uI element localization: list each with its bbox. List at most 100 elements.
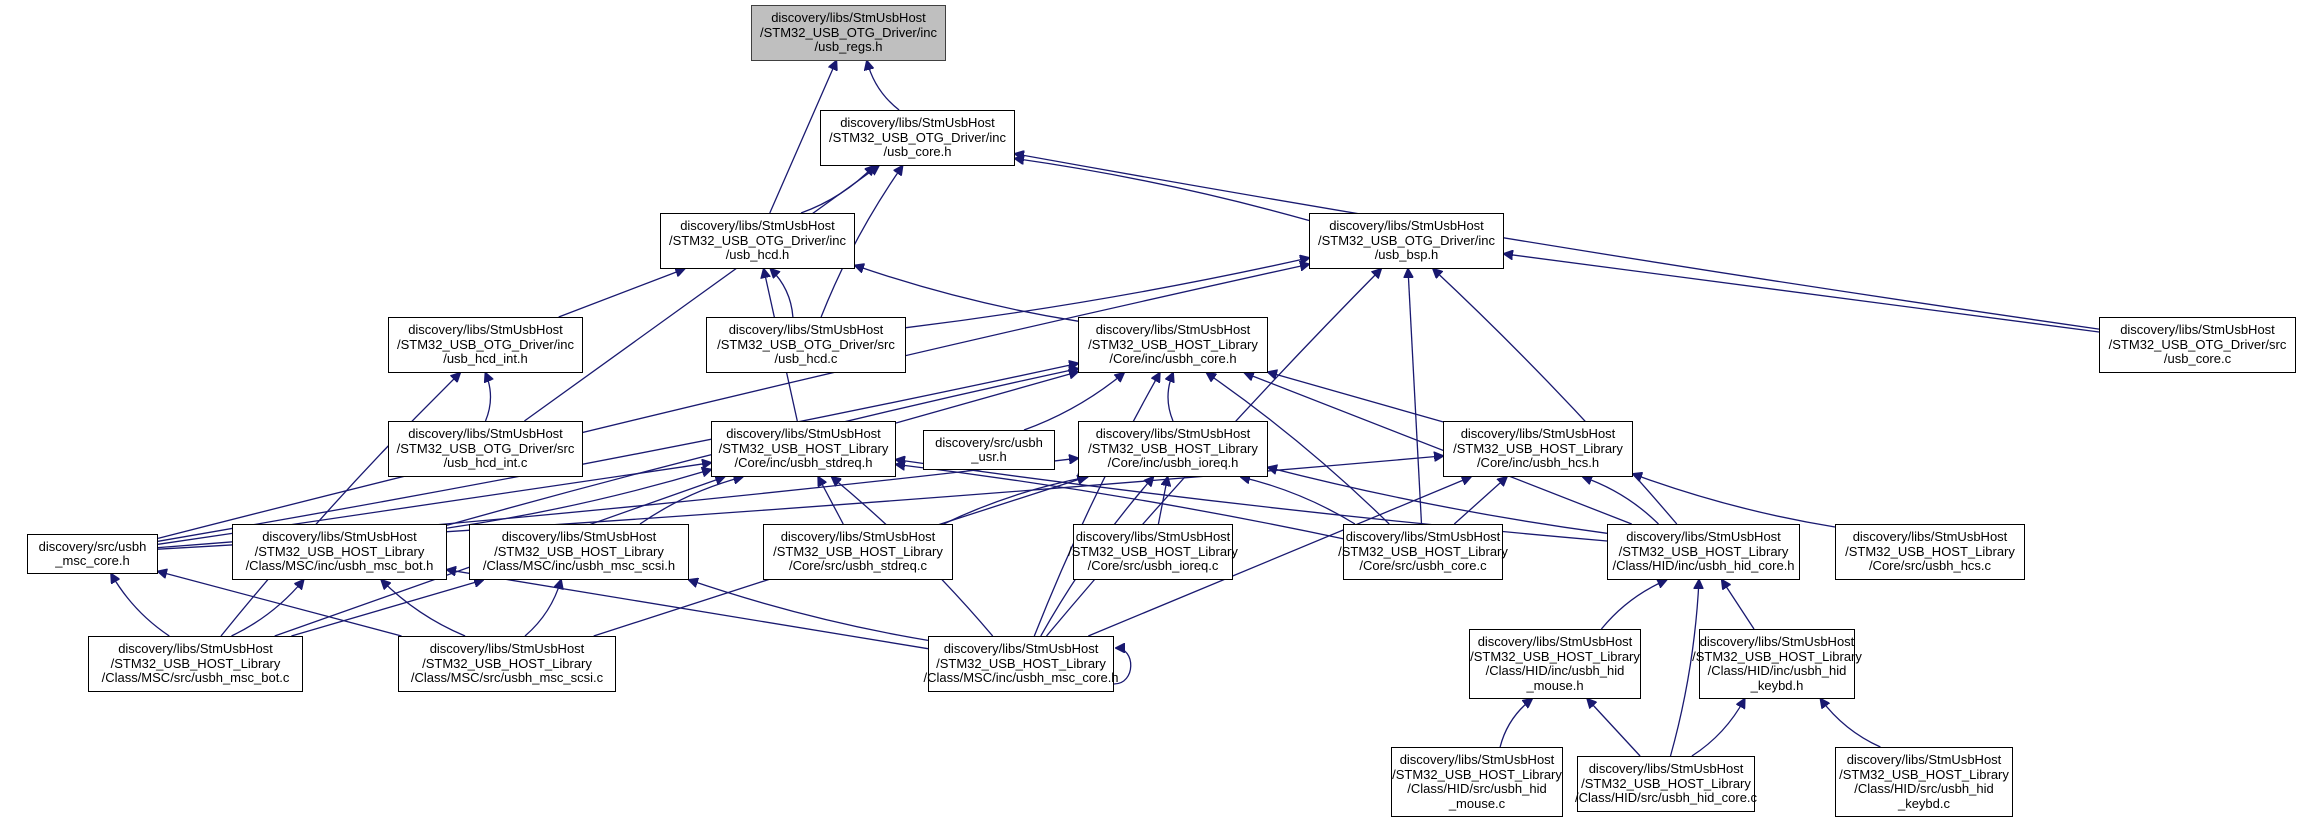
graph-node-usbh-hcs-h[interactable]: discovery/libs/StmUsbHost /STM32_USB_HOS… [1443, 421, 1633, 477]
graph-edge-usbh-stdreq-h-to-usbh-core-h [895, 372, 1078, 424]
graph-edge-usb-core-c-to-usb-bsp-h [1504, 254, 2100, 333]
graph-edge-usbh-msc-core-h-to-usbh-hcs-h [1088, 477, 1470, 637]
graph-edge-usbh-hid-core-h-to-usbh-ioreq-h [1268, 467, 1608, 534]
graph-node-label: discovery/libs/StmUsbHost /STM32_USB_HOS… [245, 529, 434, 574]
graph-node-label: discovery/libs/StmUsbHost /STM32_USB_HOS… [101, 641, 290, 686]
graph-edge-usb-hcd-c-to-usb-core-h [820, 166, 902, 318]
graph-edge-usbh-msc-core-h-to-usbh-msc-bot-h [447, 570, 929, 650]
graph-node-usbh-msc-scsi-h[interactable]: discovery/libs/StmUsbHost /STM32_USB_HOS… [469, 524, 689, 580]
graph-node-usb-hcd-c[interactable]: discovery/libs/StmUsbHost /STM32_USB_OTG… [706, 317, 906, 373]
graph-node-usbh-msc-bot-h[interactable]: discovery/libs/StmUsbHost /STM32_USB_HOS… [232, 524, 447, 580]
graph-node-usbh-core-h[interactable]: discovery/libs/StmUsbHost /STM32_USB_HOS… [1078, 317, 1268, 373]
graph-edge-usbh-hid-keybd-c-to-usbh-hid-keybd-h [1821, 699, 1881, 748]
graph-node-usbh-hid-keybd-c[interactable]: discovery/libs/StmUsbHost /STM32_USB_HOS… [1835, 747, 2013, 817]
graph-edge-usb-bsp-h-to-usb-core-h [1015, 159, 1310, 222]
graph-edge-usbh-ioreq-c-to-usbh-ioreq-h [1157, 477, 1167, 525]
graph-node-label: discovery/src/usbh _msc_core.h [38, 538, 147, 568]
graph-edge-usbh-msc-scsi-c-to-usbh-msc-scsi-h [524, 580, 561, 637]
graph-edge-usbh-usr-h-to-usbh-core-h [1023, 373, 1124, 431]
graph-node-usbh-ioreq-h[interactable]: discovery/libs/StmUsbHost /STM32_USB_HOS… [1078, 421, 1268, 477]
graph-node-usb-hcd-int-c[interactable]: discovery/libs/StmUsbHost /STM32_USB_OTG… [388, 421, 583, 477]
graph-node-usbh-hid-mouse-c[interactable]: discovery/libs/StmUsbHost /STM32_USB_HOS… [1391, 747, 1563, 817]
graph-node-disc-usbh-msc-core-h[interactable]: discovery/src/usbh _msc_core.h [27, 534, 158, 574]
graph-node-label: discovery/libs/StmUsbHost /STM32_USB_HOS… [1470, 634, 1640, 693]
graph-node-label: discovery/libs/StmUsbHost /STM32_USB_HOS… [482, 529, 676, 574]
graph-edge-usb-hcd-int-c-to-usb-hcd-int-h [486, 373, 491, 422]
graph-edge-usbh-msc-core-h-to-usbh-core-h [1033, 373, 1159, 637]
graph-node-label: discovery/libs/StmUsbHost /STM32_USB_OTG… [396, 426, 575, 471]
graph-node-usbh-stdreq-c[interactable]: discovery/libs/StmUsbHost /STM32_USB_HOS… [763, 524, 953, 580]
graph-edge-usbh-stdreq-c-to-usbh-ioreq-h [943, 477, 1088, 525]
graph-node-usb-hcd-h[interactable]: discovery/libs/StmUsbHost /STM32_USB_OTG… [660, 213, 855, 269]
graph-node-label: discovery/libs/StmUsbHost /STM32_USB_OTG… [717, 322, 895, 367]
graph-edge-usbh-msc-bot-c-to-usb-hcd-int-h [220, 373, 460, 637]
graph-node-label: discovery/libs/StmUsbHost /STM32_USB_HOS… [773, 529, 943, 574]
graph-node-usb-core-h[interactable]: discovery/libs/StmUsbHost /STM32_USB_OTG… [820, 110, 1015, 166]
graph-node-label: discovery/libs/StmUsbHost /STM32_USB_HOS… [1574, 761, 1758, 806]
graph-node-usbh-ioreq-c[interactable]: discovery/libs/StmUsbHost /STM32_USB_HOS… [1068, 524, 1238, 580]
graph-node-usbh-hid-mouse-h[interactable]: discovery/libs/StmUsbHost /STM32_USB_HOS… [1469, 629, 1641, 699]
graph-edge-usbh-hcs-h-to-usbh-core-h [1268, 372, 1444, 423]
graph-node-label: discovery/libs/StmUsbHost /STM32_USB_OTG… [2108, 322, 2287, 367]
graph-edge-usb-hcd-int-c-to-usb-core-h [524, 166, 878, 422]
graph-edge-usbh-hid-core-c-to-usbh-hid-keybd-h [1691, 699, 1745, 757]
graph-node-usbh-hid-keybd-h[interactable]: discovery/libs/StmUsbHost /STM32_USB_HOS… [1692, 629, 1862, 699]
graph-edge-usbh-msc-bot-c-to-usbh-msc-scsi-h [291, 580, 483, 637]
graph-node-label: discovery/libs/StmUsbHost /STM32_USB_HOS… [1392, 752, 1562, 811]
graph-edge-usbh-msc-core-h-to-usbh-msc-scsi-h [689, 580, 929, 642]
graph-node-label: discovery/libs/StmUsbHost /STM32_USB_HOS… [1839, 752, 2009, 811]
graph-node-label: discovery/libs/StmUsbHost /STM32_USB_OTG… [829, 115, 1006, 160]
graph-node-label: discovery/libs/StmUsbHost /STM32_USB_HOS… [1612, 529, 1795, 574]
graph-edge-usb-hcd-c-to-usb-bsp-h [905, 258, 1309, 329]
graph-node-usbh-hid-core-h[interactable]: discovery/libs/StmUsbHost /STM32_USB_HOS… [1607, 524, 1800, 580]
graph-node-usbh-stdreq-h[interactable]: discovery/libs/StmUsbHost /STM32_USB_HOS… [711, 421, 896, 477]
graph-edge-usbh-msc-scsi-h-to-usbh-stdreq-h [639, 477, 743, 525]
graph-edge-usb-hcd-h-to-usb-core-h [800, 166, 874, 214]
graph-edge-usbh-core-c-to-usbh-core-h [1207, 373, 1390, 525]
graph-node-label: discovery/libs/StmUsbHost /STM32_USB_OTG… [669, 218, 846, 263]
graph-edge-usb-hcd-c-to-usb-hcd-h [771, 269, 794, 318]
graph-node-usb-regs-h: discovery/libs/StmUsbHost /STM32_USB_OTG… [751, 5, 946, 61]
graph-edge-usbh-hid-mouse-c-to-usbh-hid-mouse-h [1499, 699, 1532, 748]
graph-edge-usbh-hid-core-h-to-usbh-hcs-h [1583, 477, 1659, 525]
graph-node-usbh-usr-h[interactable]: discovery/src/usbh _usr.h [923, 430, 1055, 470]
graph-node-usbh-msc-core-h[interactable]: discovery/libs/StmUsbHost /STM32_USB_HOS… [923, 636, 1119, 692]
graph-edge-usbh-core-h-to-usb-hcd-h [855, 265, 1079, 322]
graph-node-label: discovery/libs/StmUsbHost /STM32_USB_HOS… [1692, 634, 1862, 693]
graph-node-usb-bsp-h[interactable]: discovery/libs/StmUsbHost /STM32_USB_OTG… [1309, 213, 1504, 269]
graph-edge-usbh-msc-bot-h-to-usbh-stdreq-h [446, 470, 711, 529]
graph-edge-usb-hcd-h-to-usb-regs-h [769, 61, 837, 214]
graph-node-label: discovery/libs/StmUsbHost /STM32_USB_HOS… [1845, 529, 2015, 574]
graph-node-usbh-core-c[interactable]: discovery/libs/StmUsbHost /STM32_USB_HOS… [1338, 524, 1508, 580]
graph-edge-usbh-msc-scsi-c-to-usbh-msc-bot-h [381, 580, 466, 637]
graph-edge-usbh-hid-core-c-to-usbh-hid-core-h [1669, 580, 1700, 757]
graph-edge-usb-hcd-int-h-to-usb-hcd-h [558, 269, 685, 318]
graph-node-label: discovery/libs/StmUsbHost /STM32_USB_HOS… [1088, 322, 1258, 367]
graph-node-usbh-hcs-c[interactable]: discovery/libs/StmUsbHost /STM32_USB_HOS… [1835, 524, 2025, 580]
graph-node-usb-core-c[interactable]: discovery/libs/StmUsbHost /STM32_USB_OTG… [2099, 317, 2296, 373]
graph-node-label: discovery/libs/StmUsbHost /STM32_USB_HOS… [1338, 529, 1508, 574]
graph-edge-usb-core-h-to-usb-regs-h [867, 61, 900, 111]
graph-node-label: discovery/libs/StmUsbHost /STM32_USB_HOS… [1453, 426, 1623, 471]
graph-node-label: discovery/libs/StmUsbHost /STM32_USB_HOS… [718, 426, 889, 471]
graph-edge-usbh-msc-core-h-to-usbh-msc-core-h [1113, 648, 1132, 685]
graph-edge-usbh-msc-bot-c-to-usbh-msc-bot-h [231, 580, 304, 637]
graph-edge-disc-usbh-msc-core-h-to-usbh-core-h [157, 363, 1078, 542]
graph-edge-disc-usbh-msc-core-h-to-usb-bsp-h [157, 264, 1309, 540]
graph-node-label: discovery/libs/StmUsbHost /STM32_USB_HOS… [1088, 426, 1258, 471]
graph-node-label: discovery/libs/StmUsbHost /STM32_USB_OTG… [760, 10, 937, 55]
graph-edge-usbh-core-c-to-usbh-ioreq-h [1241, 477, 1356, 525]
graph-edge-usbh-hid-core-c-to-usbh-hid-mouse-h [1587, 699, 1641, 757]
graph-edge-usbh-hcs-c-to-usbh-hcs-h [1633, 474, 1836, 528]
graph-edge-usbh-hid-mouse-h-to-usbh-hid-core-h [1600, 580, 1666, 630]
graph-edge-usbh-hid-core-h-to-usbh-stdreq-h [896, 460, 1608, 542]
graph-node-usb-hcd-int-h[interactable]: discovery/libs/StmUsbHost /STM32_USB_OTG… [388, 317, 583, 373]
graph-edge-usbh-ioreq-h-to-usbh-core-h [1168, 373, 1173, 422]
graph-node-usbh-msc-bot-c[interactable]: discovery/libs/StmUsbHost /STM32_USB_HOS… [88, 636, 303, 692]
graph-node-usbh-hid-core-c[interactable]: discovery/libs/StmUsbHost /STM32_USB_HOS… [1574, 756, 1758, 812]
graph-node-label: discovery/libs/StmUsbHost /STM32_USB_HOS… [1068, 529, 1238, 574]
graph-edge-usbh-msc-bot-c-to-disc-usbh-msc-core-h [111, 574, 170, 637]
graph-node-usbh-msc-scsi-c[interactable]: discovery/libs/StmUsbHost /STM32_USB_HOS… [398, 636, 616, 692]
graph-node-label: discovery/src/usbh _usr.h [935, 434, 1043, 464]
